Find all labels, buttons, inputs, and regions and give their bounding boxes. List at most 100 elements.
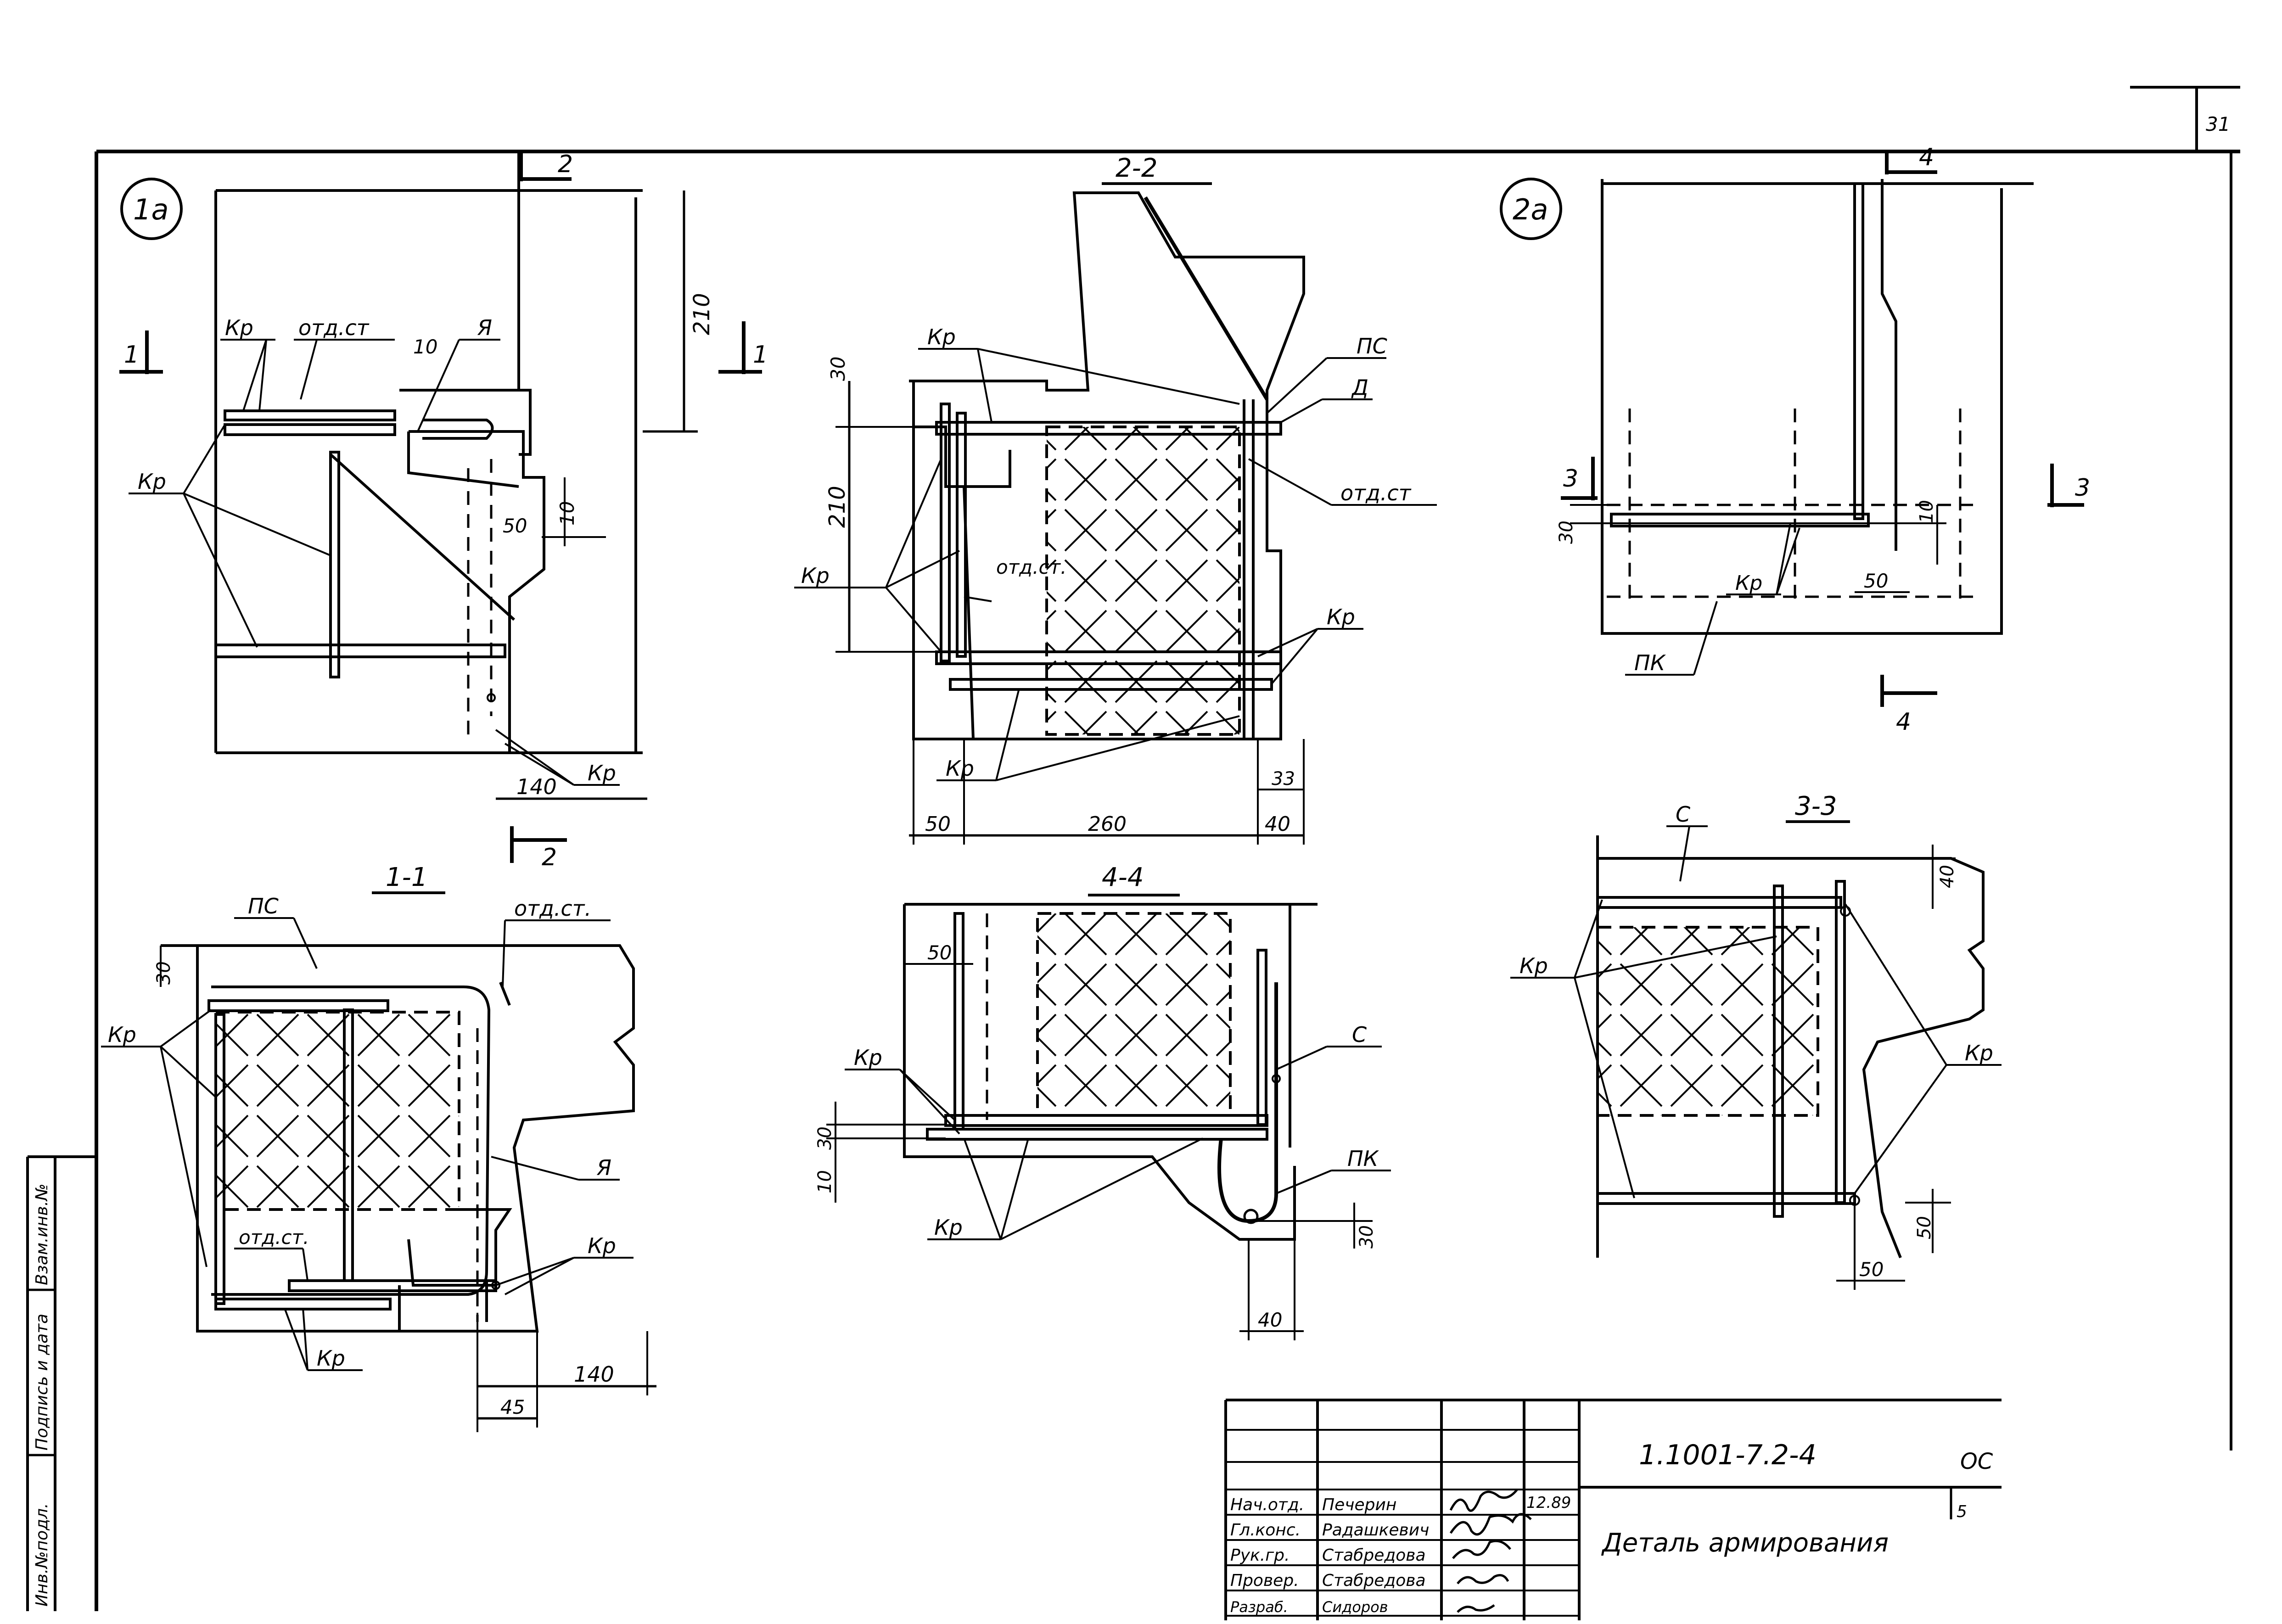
tb-role-3: Провер. xyxy=(1230,1571,1299,1590)
infill-3-3 xyxy=(1596,926,1819,1117)
infill-1-1 xyxy=(214,1011,460,1211)
dim-1a-140: 140 xyxy=(516,774,557,799)
label-1a-kr-left: Кр xyxy=(138,469,166,494)
cut-3-left: 3 xyxy=(1563,465,1578,493)
sheet-mark: ОС xyxy=(1960,1449,1993,1474)
dim-2-2-30: 30 xyxy=(827,357,849,381)
label-2-2-d: Д xyxy=(1351,375,1368,400)
label-1-1-otd-st: отд.ст. xyxy=(239,1226,309,1249)
tb-name-0: Печерин xyxy=(1322,1495,1396,1514)
label-3-3-s: С xyxy=(1676,802,1690,827)
dim-4-4-30a: 30 xyxy=(814,1126,835,1150)
label-1-1-ya: Я xyxy=(596,1155,611,1180)
label-1a-kr-bottom: Кр xyxy=(588,761,616,785)
view-marker-1a-text: 1а xyxy=(133,193,168,226)
cut-4-top: 4 xyxy=(1919,144,1934,171)
label-2-2-kr-top: Кр xyxy=(927,325,956,349)
label-4-4-kr-left: Кр xyxy=(854,1045,882,1070)
label-4-4-s: С xyxy=(1352,1022,1367,1047)
dim-2-2-50: 50 xyxy=(925,812,951,836)
cut-1-right: 1 xyxy=(753,341,768,369)
dim-2a-30: 30 xyxy=(1556,521,1577,544)
dim-4-4-40: 40 xyxy=(1258,1309,1282,1331)
sheet-no: 5 xyxy=(1957,1502,1967,1521)
label-1a-ya: Я xyxy=(477,315,492,340)
label-2-2-otd-st-r: отд.ст xyxy=(1340,481,1412,505)
label-1a-otd-st: отд.ст xyxy=(298,315,370,340)
dim-3-3-50b: 50 xyxy=(1859,1258,1884,1281)
dim-4-4-50: 50 xyxy=(927,941,952,964)
view-marker-1a xyxy=(120,178,183,240)
label-2-2-kr-left: Кр xyxy=(801,563,830,588)
dim-4-4-30b: 30 xyxy=(1356,1225,1377,1249)
label-1-1-otd-st-top: отд.ст. xyxy=(514,896,591,921)
tb-name-1: Радашкевич xyxy=(1322,1521,1429,1540)
view-2-2: 2-2 30 210 50 260 40 33 Кр П xyxy=(794,153,1437,845)
view-marker-2a-text: 2а xyxy=(1513,193,1548,226)
stamp-field-inv: Инв.№подл. xyxy=(33,1503,51,1607)
label-4-4-kr-bottom: Кр xyxy=(934,1215,963,1240)
dim-4-4-10: 10 xyxy=(814,1170,835,1193)
label-2-2-kr-right: Кр xyxy=(1327,605,1355,629)
label-1-1-ps: ПС xyxy=(248,894,279,918)
view-3-3: 3-3 40 50 50 С Кр Кр xyxy=(1510,791,2002,1290)
tb-role-2: Рук.гр. xyxy=(1230,1546,1290,1565)
dim-2-2-40: 40 xyxy=(1265,812,1290,836)
cut-2-top: 2 xyxy=(558,151,573,178)
label-3-3-kr-right: Кр xyxy=(1965,1041,1993,1065)
view-2a: 2а 4 4 3 3 30 10 50 Кр ПК xyxy=(1500,144,2090,736)
label-2-2-otd-st: отд.ст. xyxy=(996,556,1066,578)
tb-name-2: Стабредова xyxy=(1322,1546,1426,1565)
label-2-2-ps: ПС xyxy=(1357,334,1387,358)
label-1-1-kr-left: Кр xyxy=(108,1022,136,1047)
tb-role-0: Нач.отд. xyxy=(1230,1495,1304,1514)
cut-3-right: 3 xyxy=(2075,474,2090,502)
tb-date: 12.89 xyxy=(1526,1494,1571,1512)
dim-2-2-33: 33 xyxy=(1272,768,1295,790)
dim-1a-50: 50 xyxy=(503,515,527,537)
view-title-3-3: 3-3 xyxy=(1795,791,1837,821)
stamp-field-signature: Подпись и дата xyxy=(33,1314,51,1450)
infill-2-2 xyxy=(1045,426,1241,736)
tb-name-4: Сидоров xyxy=(1322,1598,1388,1616)
page-number: 31 xyxy=(2206,113,2230,135)
label-2-2-kr-bottom: Кр xyxy=(946,756,974,781)
label-1a-kr-top: Кр xyxy=(225,315,253,340)
view-marker-2a xyxy=(1500,178,1562,240)
dim-1-1-140: 140 xyxy=(574,1362,614,1387)
drawing-title: Деталь армирования xyxy=(1601,1528,1889,1558)
sheet-frame xyxy=(95,86,2240,1611)
infill-4-4 xyxy=(1036,912,1232,1117)
view-1a: 1а 2 2 1 1 210 140 10 xyxy=(119,151,768,871)
cut-1-left: 1 xyxy=(124,341,139,369)
dim-3-3-50a: 50 xyxy=(1914,1216,1935,1239)
dim-1a-10a: 10 xyxy=(413,336,437,358)
view-title-2-2: 2-2 xyxy=(1116,153,1157,183)
dim-2a-10: 10 xyxy=(1916,500,1937,523)
label-3-3-kr-left: Кр xyxy=(1519,953,1548,978)
dim-2-2-210: 210 xyxy=(824,486,850,528)
dim-3-3-40: 40 xyxy=(1937,865,1958,888)
signatures xyxy=(1449,1489,1532,1613)
dim-2a-50: 50 xyxy=(1864,570,1888,592)
stamp-field-replace: Взам.инв.№ xyxy=(33,1183,51,1285)
view-title-1-1: 1-1 xyxy=(386,862,427,892)
dim-1a-10b: 10 xyxy=(556,501,578,526)
dim-1-1-30: 30 xyxy=(153,961,174,985)
label-4-4-pk: ПК xyxy=(1347,1146,1379,1171)
dim-1-1-45: 45 xyxy=(500,1396,525,1418)
cut-4-bottom: 4 xyxy=(1896,708,1911,736)
tb-role-4: Разраб. xyxy=(1230,1598,1288,1616)
tb-name-3: Стабредова xyxy=(1322,1571,1426,1590)
margin-stamp: Инв.№подл. Подпись и дата Взам.инв.№ xyxy=(26,1155,96,1611)
label-1-1-kr-right: Кр xyxy=(588,1233,616,1258)
label-2a-kr: Кр xyxy=(1735,571,1762,595)
label-2a-pk: ПК xyxy=(1634,650,1666,675)
view-1-1: 1-1 30 140 45 ПС отд.ст. Кр xyxy=(101,862,656,1432)
tb-role-1: Гл.конс. xyxy=(1230,1521,1301,1540)
view-4-4: 4-4 50 30 10 30 40 Кр С ПК xyxy=(814,862,1391,1340)
dim-1a-210: 210 xyxy=(689,293,715,335)
dim-2-2-260: 260 xyxy=(1088,812,1127,836)
document-code: 1.1001-7.2-4 xyxy=(1639,1439,1817,1471)
